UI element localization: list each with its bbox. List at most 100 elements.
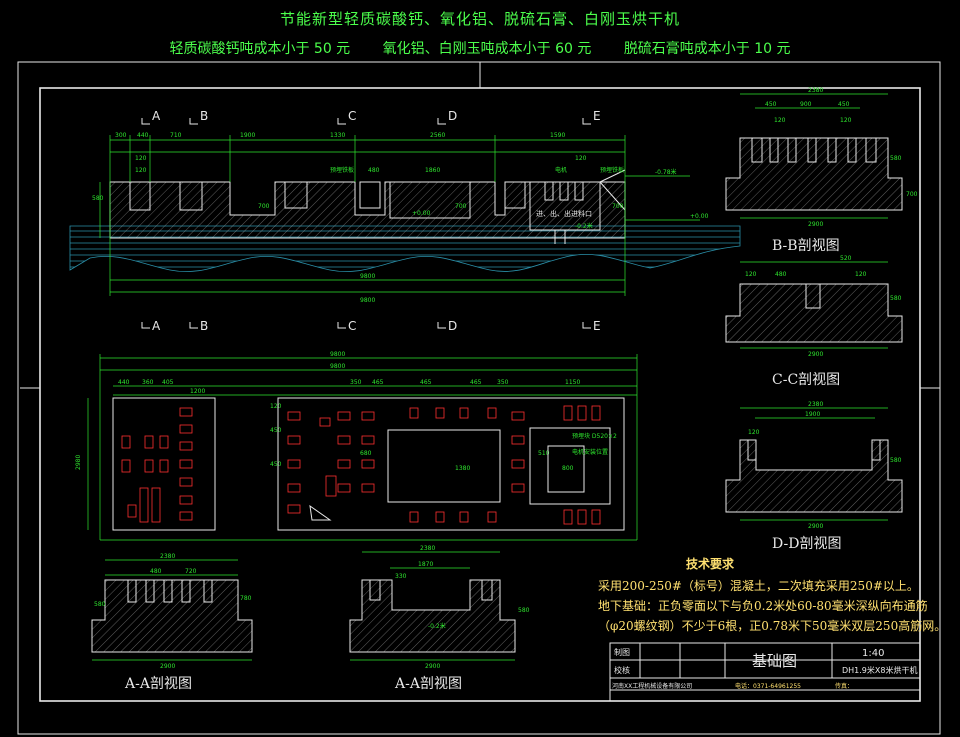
header-title: 节能新型轻质碳酸钙、氧化铝、脱硫石膏、白刚玉烘干机 [279,10,680,28]
tb-phone: 电话：0371-64961255 [735,682,801,690]
section-dd: 2380 1900 120 580 2900 D-D剖视图 [725,401,903,552]
header-subtitle-part: 轻质碳酸钙吨成本小于 50 元 [169,41,351,57]
dim: 580 [518,607,530,614]
dim: 120 [748,429,760,436]
dim: 1900 [805,411,820,418]
anchor-pockets [121,405,601,525]
header-subtitle: 轻质碳酸钙吨成本小于 50 元 氧化铝、白刚玉吨成本小于 60 元 脱硫石膏吨成… [0,38,960,58]
label: 预埋铁板 [600,166,624,174]
dim: 1380 [455,465,470,472]
dim: 450 [270,427,282,434]
section-aa-right: 2380 1870 330 -0.2米 2900 580 A-A剖视图 [349,545,530,692]
section-aa-right-title: A-A剖视图 [394,676,462,692]
dim: 700 [906,191,918,198]
dim: 2380 [808,87,823,94]
tech-title: 技术要求 [686,556,735,571]
plan-view: 9800 9800 440 360 405 1200 350 465 465 4… [75,351,638,541]
dim: 9800 [330,363,345,370]
tech-requirements: 技术要求 采用200-250#（标号）混凝土，二次填充采用250#以上。 地下基… [598,556,946,633]
dim: 1900 [240,132,255,139]
dim: 450 [765,101,777,108]
section-mark-e: E [593,319,601,333]
dim: 1330 [330,132,345,139]
outer-border [17,61,941,735]
section-mark-d: D [448,319,457,333]
dim: 1870 [418,561,433,568]
section-mark-a: A [152,109,161,123]
label: -0.78米 [655,168,677,176]
section-bb-title: B-B剖视图 [772,238,840,254]
dim: 450 [838,101,850,108]
label: 进、出、出进料口 [536,209,592,218]
dim: 440 [137,132,149,139]
section-mark-b: B [200,109,208,123]
dim: 2900 [160,663,175,670]
section-mark-a: A [152,319,161,333]
dim: 520 [840,255,852,262]
dim: 465 [420,379,432,386]
tb-model: DH1.9米X8米烘干机 [842,665,917,675]
dim: 2380 [808,401,823,408]
label: +0.00 [412,210,431,217]
dim: 510 [538,450,550,457]
section-cc: 520 120 480 120 2900 580 C-C剖视图 [725,255,903,388]
dim: 120 [774,117,786,124]
dim: 2380 [160,553,175,560]
dim: 2980 [75,455,82,470]
dim: 350 [497,379,509,386]
section-dd-title: D-D剖视图 [772,536,841,552]
dim: 440 [118,379,130,386]
section-mark-e: E [593,109,601,123]
plan-left-pad [112,397,216,531]
dim: 350 [350,379,362,386]
dim: 1860 [425,167,440,174]
dim: 580 [890,155,902,162]
dim: 480 [368,167,380,174]
dim: 120 [745,271,757,278]
dim: 9800 [360,273,375,280]
tb-draw: 制图 [614,647,630,657]
dim: 480 [775,271,787,278]
label: 电机 [555,166,567,174]
section-mark-c: C [348,319,356,333]
section-mark-b: B [200,319,208,333]
dim: 9800 [330,351,345,358]
tech-line: 地下基础：正负零面以下与负0.2米处60-80毫米深纵向布通筋 [598,598,928,613]
dim: 405 [162,379,174,386]
dim: 450 [270,461,282,468]
tb-fax: 传真： [835,682,853,690]
main-elevation: 300 440 710 1900 1330 2560 1590 120 120 … [69,109,741,333]
dim: 800 [562,465,574,472]
dim: 465 [372,379,384,386]
dim: 580 [92,195,104,202]
section-cc-title: C-C剖视图 [772,372,840,388]
dim: 330 [395,573,407,580]
dim: 120 [575,155,587,162]
section-mark-c: C [348,109,356,123]
label: 电机安装位置 [572,448,608,456]
dim: 700 [612,203,624,210]
tb-scale: 1:40 [862,648,884,659]
section-aa-left: 2380 480 720 780 2900 580 A-A剖视图 [91,553,253,692]
dim: 2900 [808,351,823,358]
title-block: 制图 校核 基础图 1:40 DH1.9米X8米烘干机 河南XX工程机械设备有限… [609,642,921,702]
dim: 120 [135,155,147,162]
label: +0.00 [690,213,709,220]
dim: 465 [470,379,482,386]
dim: 680 [360,450,372,457]
dim: 360 [142,379,154,386]
header-subtitle-part: 脱硫石膏吨成本小于 10 元 [623,41,791,57]
dim: 480 [150,568,162,575]
dim: 2900 [425,663,440,670]
plan-main-pad [277,397,625,531]
dim: 120 [855,271,867,278]
dim: 9800 [360,297,375,304]
dim: 1150 [565,379,580,386]
dim: -0.2米 [428,622,446,630]
dim: 2900 [808,523,823,530]
dim: 1590 [550,132,565,139]
tech-line: （φ20螺纹钢）不少于6根，正0.78米下50毫米双层250高筋网。 [598,618,946,633]
tech-line: 采用200-250#（标号）混凝土，二次填充采用250#以上。 [598,578,919,593]
label: 预埋铁板 [330,166,354,174]
